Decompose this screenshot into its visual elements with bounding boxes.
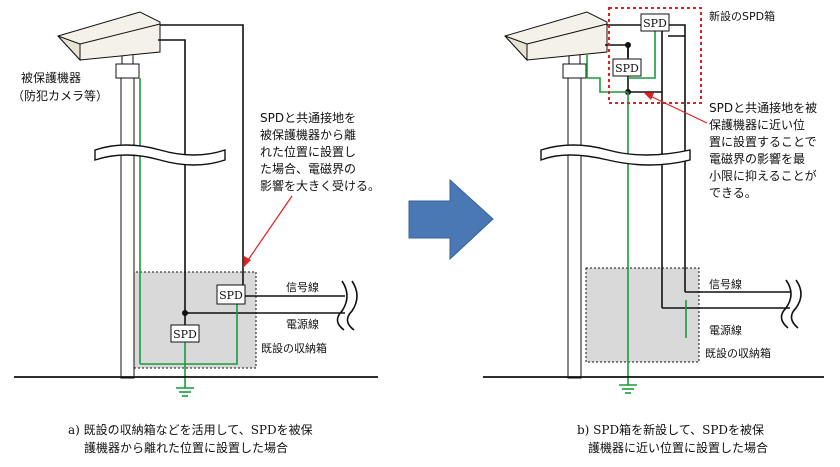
left-break-lines: [94, 144, 226, 166]
left-callout-arrowhead: [243, 256, 251, 268]
left-power-line-label: 電源線: [286, 317, 319, 331]
left-spd-upper-box: [216, 284, 246, 305]
right-junction-dot-upper: [625, 42, 631, 48]
left-note-line-4: た場合、電磁界の: [260, 161, 356, 176]
left-note: SPDと共通接地を 被保護機器から離 れた位置に設置し た場合、電磁界の 影響を…: [260, 110, 380, 193]
right-box-label: 既設の収納箱: [705, 346, 771, 360]
security-camera-icon: [57, 11, 161, 62]
right-signal-line-label: 信号線: [709, 277, 742, 291]
left-spd-upper-label: SPD: [219, 289, 243, 302]
right-note-line-1: SPDと共通接地を被: [709, 100, 817, 115]
right-note-line-3: 置に設置することで: [709, 134, 817, 149]
right-callout-arrowhead: [643, 92, 654, 100]
left-cable-break: [336, 280, 358, 331]
left-caption-line-1: a) 既設の収納箱などを活用して、SPDを被保: [68, 422, 313, 437]
left-spd-lower-box: [170, 324, 200, 343]
right-pole-bracket: [562, 63, 587, 79]
right-cable-break: [780, 279, 802, 329]
right-note-line-2: 保護機器に近い位: [709, 117, 805, 132]
left-note-line-3: れた位置に設置し: [260, 144, 356, 159]
right-ground-symbol-icon: [619, 384, 637, 394]
left-junction-dot: [182, 310, 188, 316]
right-panel: SPD SPD 新設のSPD箱 SPDと共通接地を被 保護機器に近い位 置に設置…: [483, 7, 824, 455]
right-note: SPDと共通接地を被 保護機器に近い位 置に設置することで 電磁界の影響を最 小…: [709, 100, 817, 200]
left-ground-wires: [139, 78, 238, 388]
left-spd-lower-label: SPD: [173, 328, 197, 341]
right-callout-line: [647, 94, 708, 124]
right-arrow-icon: [408, 178, 494, 261]
left-ground-symbol-icon: [176, 387, 194, 397]
left-note-line-1: SPDと共通接地を: [260, 110, 356, 125]
left-device-label-1: 被保護機器: [21, 70, 81, 85]
right-note-line-4: 電磁界の影響を最: [709, 151, 805, 166]
right-break-lines: [540, 144, 691, 166]
pole-bracket: [115, 63, 140, 79]
right-spd-upper-label: SPD: [643, 17, 667, 30]
pole: [120, 77, 135, 379]
right-caption-line-1: b) SPD箱を新設して、SPDを被保: [577, 422, 764, 437]
right-ground-wires: [586, 30, 687, 385]
left-signal-line-label: 信号線: [286, 280, 319, 294]
right-note-line-5: 小限に抑えることが: [709, 168, 817, 183]
left-device-label-2: （防犯カメラ等）: [12, 88, 108, 103]
left-note-line-5: 影響を大きく受ける。: [260, 178, 380, 193]
left-caption-line-2: 護機器から離れた位置に設置した場合: [84, 440, 288, 455]
right-pole: [567, 77, 582, 379]
left-note-line-2: 被保護機器から離: [260, 127, 356, 142]
right-security-camera-icon: [504, 11, 608, 62]
right-caption-line-2: 護機器に近い位置に設置した場合: [588, 440, 768, 455]
right-power-line-label: 電源線: [709, 323, 742, 337]
right-existing-storage-box: [585, 267, 700, 363]
left-box-label: 既設の収納箱: [261, 341, 327, 355]
left-callout-line: [245, 195, 293, 264]
left-panel: SPD SPD 被保護機器 （防犯カメラ等） SPDと共通接地を 被保護機器から…: [12, 11, 380, 455]
right-spd-upper-box: [640, 13, 670, 32]
new-spd-box-outline: [608, 7, 702, 104]
right-note-line-6: できる。: [709, 186, 757, 200]
new-spd-box-label: 新設のSPD箱: [709, 9, 775, 23]
right-spd-lower-box: [612, 58, 642, 77]
right-spd-lower-label: SPD: [615, 62, 639, 75]
right-wires: [605, 24, 790, 309]
